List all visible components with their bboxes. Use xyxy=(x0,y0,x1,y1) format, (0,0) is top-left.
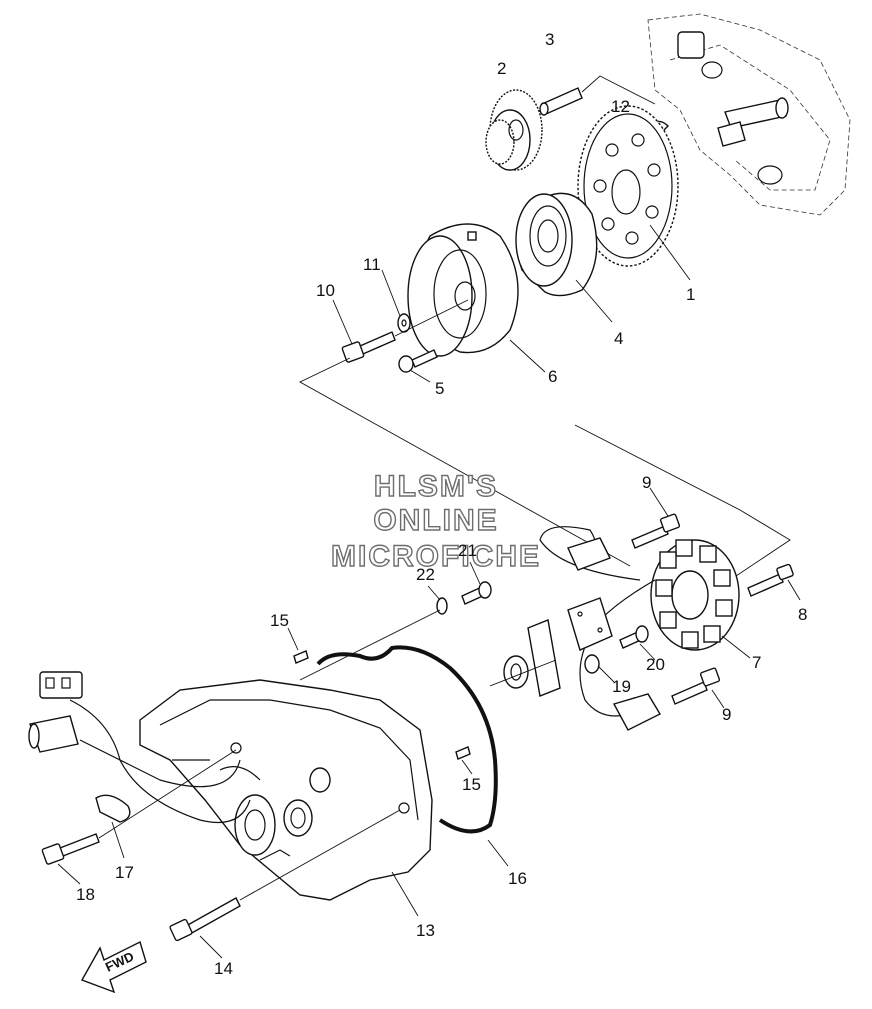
callout-20: 20 xyxy=(646,655,665,674)
callout-3: 3 xyxy=(545,30,554,49)
bolt-8 xyxy=(747,563,794,597)
left-wire-harness xyxy=(28,671,251,824)
screw-5 xyxy=(398,349,438,373)
leader-line-20 xyxy=(639,643,656,661)
screw-21 xyxy=(461,581,492,605)
screw-20 xyxy=(619,625,649,649)
leader-line-7 xyxy=(721,635,751,659)
callout-7: 7 xyxy=(752,653,761,672)
leader-line-19 xyxy=(597,665,615,683)
idle-gear-2 xyxy=(485,89,543,171)
group-bracket-right xyxy=(574,424,791,581)
bolt-9-bottom xyxy=(671,667,721,705)
wire-grommet xyxy=(489,619,561,697)
axis-line-18 xyxy=(98,749,237,839)
leader-line-18 xyxy=(57,863,81,885)
watermark-line-1: HLSM'S xyxy=(374,470,498,503)
leader-line-14 xyxy=(199,935,223,959)
leader-line-8 xyxy=(787,579,801,601)
gasket-16 xyxy=(316,645,498,834)
callout-9-top: 9 xyxy=(642,473,651,492)
callout-10: 10 xyxy=(316,281,335,300)
shaft-3 xyxy=(539,75,656,116)
leader-line-9-bottom xyxy=(711,689,725,709)
callout-labels: 1 2 3 4 5 6 7 8 9 9 10 11 12 13 14 15 15… xyxy=(76,30,807,978)
leader-line-22 xyxy=(427,585,441,601)
callout-11: 11 xyxy=(363,255,381,274)
washer-22 xyxy=(436,597,448,615)
axis-line-14 xyxy=(239,809,401,901)
callout-17: 17 xyxy=(115,863,134,882)
callout-12: 12 xyxy=(611,97,630,116)
generator-cover-13 xyxy=(139,679,433,901)
starter-wheel-gear-1 xyxy=(577,105,679,267)
leader-line-1 xyxy=(649,224,691,281)
callout-14: 14 xyxy=(214,959,233,978)
stator-7 xyxy=(650,539,740,651)
callout-13: 13 xyxy=(416,921,435,940)
callout-8: 8 xyxy=(798,605,807,624)
crankcase-outline xyxy=(647,13,851,216)
fwd-direction-arrow: FWD xyxy=(80,941,147,994)
leader-line-15-top xyxy=(287,627,299,651)
callout-6: 6 xyxy=(548,367,557,386)
callout-18: 18 xyxy=(76,885,95,904)
bolt-18 xyxy=(41,833,100,865)
axis-line-10 xyxy=(394,299,469,337)
watermark-line-2: ONLINE xyxy=(373,504,498,537)
leader-line-21 xyxy=(469,561,481,585)
leader-line-16 xyxy=(487,839,509,867)
leader-line-9-top xyxy=(649,487,669,517)
callout-21: 21 xyxy=(458,541,477,560)
generator-rotor-6 xyxy=(407,223,519,357)
callout-9-bottom: 9 xyxy=(722,705,731,724)
dowel-pin-15-top xyxy=(293,650,309,664)
starter-clutch-4 xyxy=(515,192,598,297)
leader-line-6 xyxy=(509,339,546,373)
leader-line-5 xyxy=(409,369,431,383)
group-bracket xyxy=(299,357,631,567)
wire-clamp-17 xyxy=(95,794,131,823)
watermark-line-3: MICROFICHE xyxy=(331,540,541,573)
callout-19: 19 xyxy=(612,677,631,696)
callout-16: 16 xyxy=(508,869,527,888)
callout-22: 22 xyxy=(416,565,435,584)
callout-4: 4 xyxy=(614,329,623,348)
dowel-pin-15-bottom xyxy=(455,746,471,760)
bolt-14 xyxy=(169,897,241,942)
bolt-9-top xyxy=(631,513,681,549)
watermark: HLSM'S ONLINE MICROFICHE xyxy=(330,469,541,573)
leader-line-11 xyxy=(381,269,401,317)
callout-15-bottom: 15 xyxy=(462,775,481,794)
callout-1: 1 xyxy=(686,285,695,304)
leader-line-10 xyxy=(332,299,353,345)
leader-line-4 xyxy=(575,279,613,323)
leader-line-15-bottom xyxy=(461,759,473,775)
axis-line-22 xyxy=(299,609,441,681)
stator-wire-harness xyxy=(539,526,661,731)
leader-line-17 xyxy=(111,821,125,859)
callout-2: 2 xyxy=(497,59,506,78)
leader-line-13 xyxy=(391,871,419,917)
callout-15-top: 15 xyxy=(270,611,289,630)
callout-5: 5 xyxy=(435,379,444,398)
pickup-coil-plate xyxy=(567,597,613,674)
bolt-10 xyxy=(341,331,396,363)
